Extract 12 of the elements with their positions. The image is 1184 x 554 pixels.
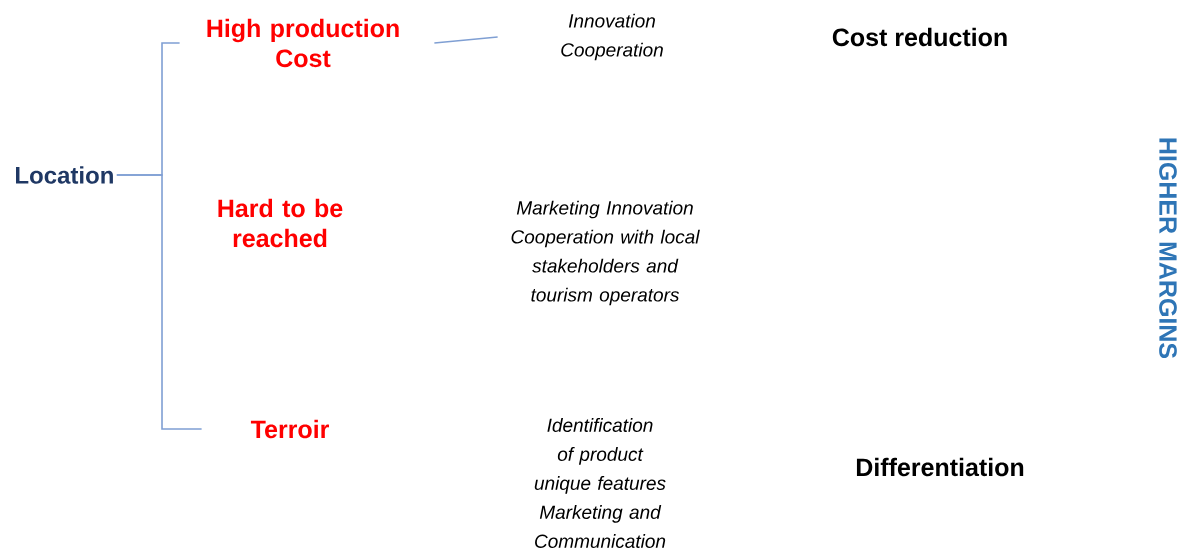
outcome-label: Differentiation xyxy=(856,457,1024,477)
vertical-label: HIGHER MARGINS xyxy=(1159,138,1177,359)
strategy-text: Innovation Cooperation xyxy=(561,13,663,61)
outcome-label: Cost reduction xyxy=(832,27,1007,47)
category-label: Location xyxy=(16,166,113,184)
challenge-label: Hard to be reached xyxy=(218,198,343,248)
strategy-text: Marketing Innovation Cooperation with local stakeholders and tourism operators xyxy=(511,200,700,306)
connector-line xyxy=(433,36,499,44)
challenge-label: High production Cost xyxy=(207,18,399,68)
challenge-label: Terroir xyxy=(250,419,329,439)
connector-line xyxy=(116,174,203,430)
strategy-text: Identification of product unique features Marketing and Communication xyxy=(534,418,666,548)
